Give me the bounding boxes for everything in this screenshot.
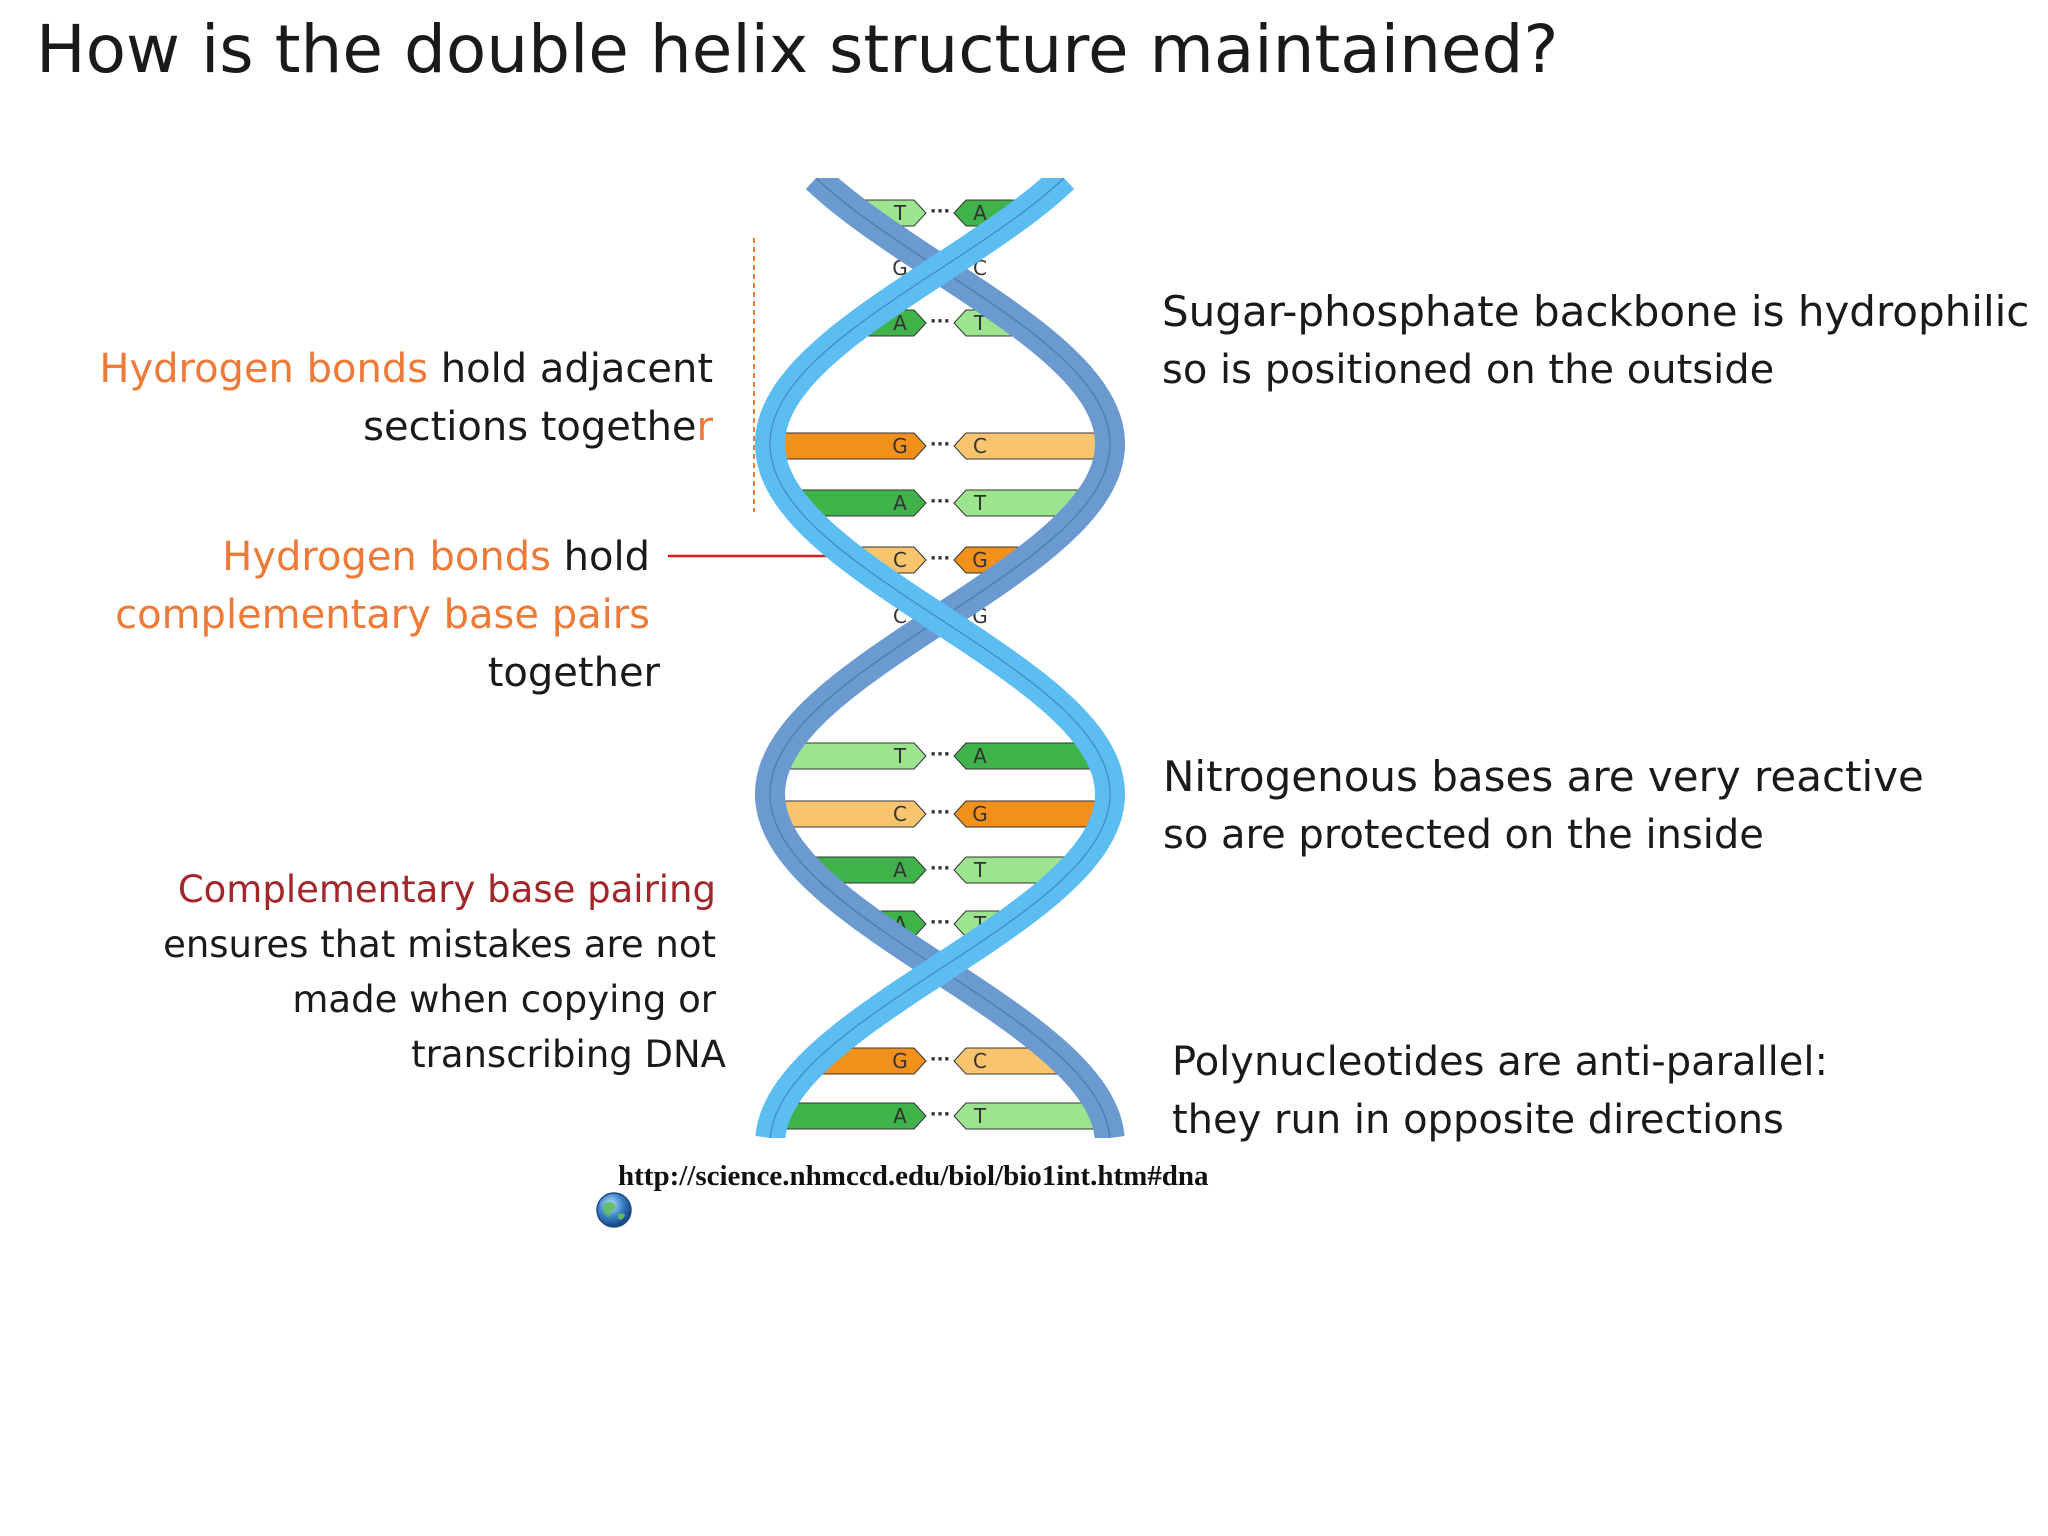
label-text: ensures that mistakes are not xyxy=(163,923,716,966)
base-a xyxy=(953,742,1093,770)
base-c xyxy=(953,432,1103,460)
hydrogen-bond-dots: ··· xyxy=(930,858,951,879)
source-url: http://science.nhmccd.edu/biol/bio1int.h… xyxy=(618,1160,1209,1192)
label-complementary-base-pairing: Complementary base pairing ensures that … xyxy=(163,862,726,1082)
hydrogen-bond-dots: ··· xyxy=(930,802,951,823)
backbone-strand-back-outline xyxy=(769,178,1111,1138)
base-letter: G xyxy=(892,434,908,458)
label-hydrogen-bonds-complementary: Hydrogen bonds hold complementary base p… xyxy=(115,528,660,702)
page-title: How is the double helix structure mainta… xyxy=(36,11,1559,88)
hydrogen-bond-dots: ··· xyxy=(930,201,951,222)
label-nitrogenous-bases: Nitrogenous bases are very reactive so a… xyxy=(1163,748,1924,864)
base-letter: A xyxy=(893,311,907,335)
base-letter: G xyxy=(972,548,988,572)
base-letter: C xyxy=(893,548,907,572)
base-letter: T xyxy=(973,491,987,515)
globe-icon xyxy=(596,1192,632,1228)
base-t xyxy=(953,489,1080,517)
hydrogen-bond-dots: ··· xyxy=(930,1104,951,1125)
backbone-strand-front-outline xyxy=(769,178,1111,1138)
base-pair: ··· A T xyxy=(782,1102,1098,1130)
base-letter: G xyxy=(972,802,988,826)
base-letter: A xyxy=(893,491,907,515)
base-letter: T xyxy=(973,858,987,882)
base-t xyxy=(953,1102,1098,1130)
label-text-accent: r xyxy=(696,404,713,450)
highlight-hydrogen-bonds: Hydrogen bonds xyxy=(99,346,429,392)
label-text: they run in opposite directions xyxy=(1172,1097,1784,1143)
label-text: so are protected on the inside xyxy=(1163,812,1764,858)
label-together: together xyxy=(487,650,660,696)
label-text: Nitrogenous bases are very reactive xyxy=(1163,752,1924,801)
hydrogen-bond-dots: ··· xyxy=(930,491,951,512)
hydrogen-bond-dots: ··· xyxy=(930,744,951,765)
label-text: sections togethe xyxy=(363,404,697,450)
base-pair: ··· C G xyxy=(861,546,1019,574)
label-text: hold xyxy=(550,534,650,580)
base-pair: ··· A T xyxy=(800,489,1080,517)
hydrogen-bond-dots: ··· xyxy=(930,434,951,455)
base-pair: ··· T A xyxy=(787,742,1093,770)
label-text: so is positioned on the outside xyxy=(1162,347,1775,393)
backbone-strands-group xyxy=(754,178,1126,1138)
label-text: Sugar-phosphate backbone is hydrophilic xyxy=(1162,287,2030,336)
base-t xyxy=(953,856,1065,884)
label-text: transcribing DNA xyxy=(411,1033,726,1076)
base-letter: A xyxy=(893,1104,907,1128)
label-hydrogen-bonds-adjacent: Hydrogen bonds hold adjacent sections to… xyxy=(99,340,713,456)
hydrogen-bond-dots: ··· xyxy=(930,1049,951,1070)
base-letter: T xyxy=(973,1104,987,1128)
base-letter: T xyxy=(973,311,987,335)
base-letter: G xyxy=(892,1049,908,1073)
base-letter: C xyxy=(973,1049,987,1073)
label-text: hold adjacent xyxy=(428,346,713,392)
base-letter: A xyxy=(893,858,907,882)
label-text: made when copying or xyxy=(292,978,716,1021)
label-anti-parallel: Polynucleotides are anti-parallel: they … xyxy=(1172,1033,1828,1149)
base-letter: A xyxy=(973,744,987,768)
base-pair: ··· A T xyxy=(815,856,1065,884)
base-pair: ··· G C xyxy=(822,1047,1058,1075)
base-pair: ··· G C xyxy=(777,432,1103,460)
base-letter: C xyxy=(973,434,987,458)
label-text: Polynucleotides are anti-parallel: xyxy=(1172,1039,1828,1085)
base-letter: T xyxy=(893,744,907,768)
base-letter: T xyxy=(893,201,907,225)
highlight-complementary-base-pairing: Complementary base pairing xyxy=(177,868,716,911)
hydrogen-bond-dots: ··· xyxy=(930,912,951,933)
label-complementary-base-pairs: complementary base pairs xyxy=(115,592,650,638)
base-g xyxy=(953,800,1100,828)
base-letter: A xyxy=(973,201,987,225)
hydrogen-bond-dots: ··· xyxy=(930,311,951,332)
base-letter: C xyxy=(893,802,907,826)
dna-double-helix-illustration: ··· T A ··· G C ··· A T ··· G C ··· A T ··· C G ··· C G ··· T A… xyxy=(754,178,1126,1138)
hydrogen-bond-dots: ··· xyxy=(930,548,951,569)
label-sugar-phosphate-backbone: Sugar-phosphate backbone is hydrophilic … xyxy=(1162,283,2029,399)
highlight-hydrogen-bonds: Hydrogen bonds xyxy=(222,534,551,580)
base-pair: ··· C G xyxy=(780,800,1100,828)
